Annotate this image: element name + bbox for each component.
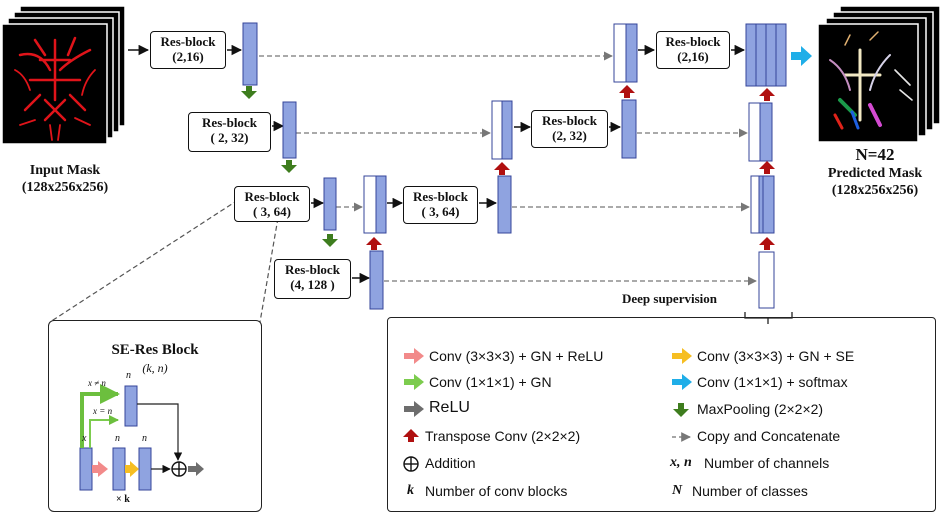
se-res-block-title: SE-Res Block — [111, 342, 199, 358]
res-block-title: Res-block — [285, 262, 340, 277]
yellow-arrow-icon — [672, 348, 692, 364]
deep-supervision-bracket — [744, 312, 793, 324]
legend-symbol: k — [407, 483, 414, 498]
n-label-2: n — [142, 433, 147, 444]
res-block-params: ( 3, 64) — [253, 204, 291, 219]
res-block-params: ( 2, 32) — [210, 130, 249, 145]
n-label-1: n — [115, 433, 120, 444]
output-caption-title: Predicted Mask — [827, 166, 923, 181]
legend-item: Addition — [425, 455, 476, 471]
legend-item: MaxPooling (2×2×2) — [697, 401, 824, 417]
input-caption-size: (128x256x256) — [21, 180, 109, 195]
res-block-title: Res-block — [160, 34, 216, 49]
x-neq-n-label: x ≠ n — [88, 378, 106, 388]
output-caption: N=42 Predicted Mask (128x256x256) — [810, 144, 940, 199]
legend-item: Copy and Concatenate — [697, 428, 841, 444]
res-block-bottleneck: Res-block (4, 128 ) — [274, 259, 351, 299]
legend-panel — [387, 317, 936, 512]
down-arrow-icon — [673, 403, 689, 417]
blue-arrow-icon — [672, 374, 692, 390]
n-top-label: n — [126, 370, 131, 381]
input-mask-image — [1, 5, 126, 145]
res-block-params: ( 3, 64) — [421, 204, 460, 219]
num-classes-label: N=42 — [855, 145, 895, 164]
input-caption: Input Mask (128x256x256) — [0, 162, 130, 196]
skip-connectors — [259, 51, 757, 286]
legend-item: Conv (3×3×3) + GN + SE — [697, 348, 855, 364]
forward-connectors — [128, 44, 746, 284]
res-block-encoder-3: Res-block ( 3, 64) — [234, 186, 310, 222]
res-block-params: (2,16) — [172, 49, 204, 64]
input-caption-title: Input Mask — [29, 163, 101, 178]
legend-item: Conv (1×1×1) + GN — [429, 374, 552, 390]
legend-item: Number of conv blocks — [425, 483, 568, 499]
legend-symbol: N — [672, 483, 683, 498]
pink-arrow-icon — [404, 348, 424, 364]
deep-supervision-label: Deep supervision — [622, 291, 717, 306]
res-block-encoder-2: Res-block ( 2, 32) — [188, 112, 271, 152]
res-block-decoder-3: Res-block ( 3, 64) — [403, 186, 478, 224]
legend-item: Transpose Conv (2×2×2) — [425, 428, 581, 444]
legend-symbol: x, n — [670, 455, 692, 470]
gray-arrow-icon — [404, 401, 424, 417]
res-block-title: Res-block — [665, 34, 721, 49]
res-block-params: (2,16) — [677, 49, 709, 64]
legend-item: Conv (3×3×3) + GN + ReLU — [429, 348, 604, 364]
softmax-arrow-icon — [791, 46, 812, 66]
x-input-label: x — [82, 433, 87, 444]
feature-maps — [242, 22, 787, 310]
x-eq-n-label: x = n — [93, 406, 113, 416]
transpose-conv-arrows — [366, 85, 775, 250]
circle-plus-icon — [403, 456, 419, 472]
legend-item: Number of classes — [692, 483, 808, 499]
se-res-block-panel — [48, 320, 262, 512]
legend-item: Conv (1×1×1) + softmax — [697, 374, 848, 390]
res-block-params: (2, 32) — [552, 128, 587, 143]
zoom-lines — [49, 199, 279, 323]
green-arrow-icon — [404, 374, 424, 390]
res-block-encoder-1: Res-block (2,16) — [150, 31, 226, 69]
maxpool-arrows — [241, 86, 338, 247]
res-block-title: Res-block — [542, 113, 597, 128]
res-block-title: Res-block — [413, 189, 468, 204]
times-k-label: × k — [116, 494, 130, 505]
res-block-title: Res-block — [202, 115, 257, 130]
res-block-decoder-1: Res-block (2,16) — [656, 31, 730, 69]
se-res-block-drawing — [79, 384, 204, 491]
output-caption-size: (128x256x256) — [831, 183, 919, 198]
legend-icons — [403, 348, 692, 472]
se-res-block-subtitle: (k, n) — [142, 361, 168, 375]
res-block-params: (4, 128 ) — [290, 277, 335, 292]
res-block-decoder-2: Res-block (2, 32) — [531, 110, 608, 148]
up-arrow-icon — [403, 429, 419, 442]
legend-item: Number of channels — [704, 455, 830, 471]
res-block-title: Res-block — [244, 189, 300, 204]
legend-item: ReLU — [429, 399, 470, 416]
predicted-mask-image — [817, 5, 941, 143]
